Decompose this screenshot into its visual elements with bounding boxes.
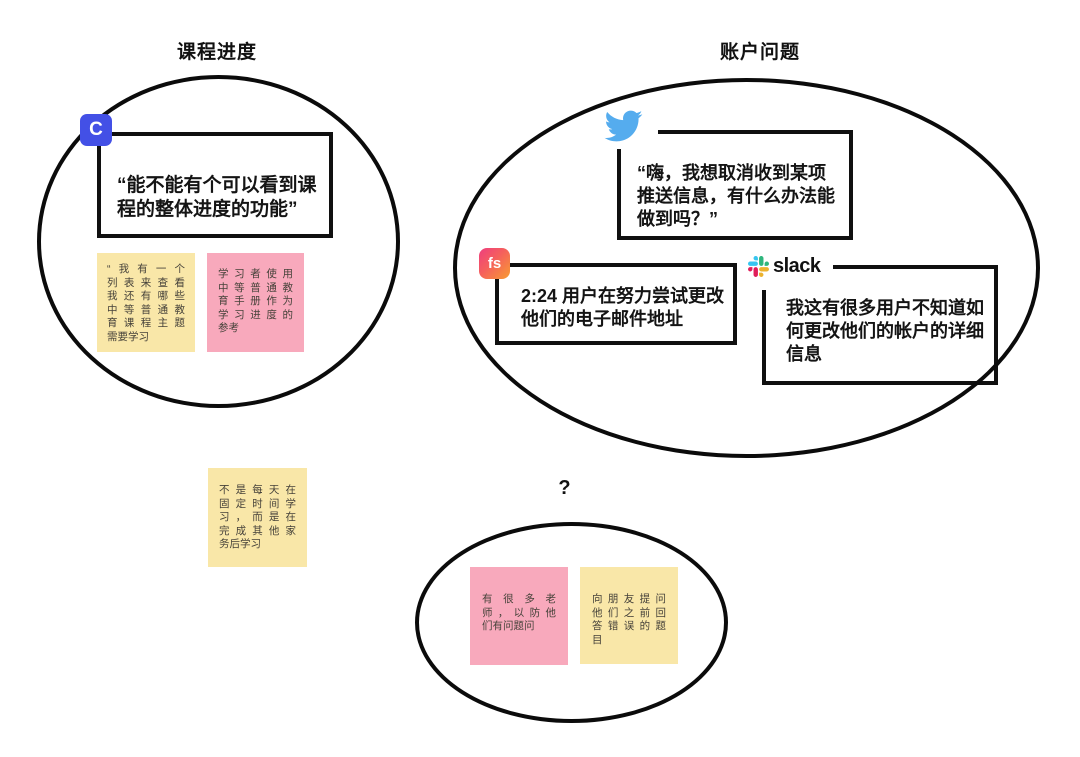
sticky-note-text: 向朋友提问他们之前回答错误的题目 [592, 593, 666, 646]
group-title-account-issues: 账户问题 [719, 42, 801, 63]
fullstory-icon-letters: fs [487, 255, 502, 272]
course-progress-ellipse [37, 75, 400, 408]
twitter-bird-icon [604, 110, 643, 142]
slack-icon [748, 255, 769, 277]
uncategorized-ellipse [415, 522, 728, 723]
c-app-icon-letter: C [89, 119, 103, 140]
account-issues-ellipse [453, 78, 1040, 458]
c-app-icon: C [80, 114, 112, 146]
sticky-note-course-list: “我有一个列表来查看我还有哪些中等普通教育课程主题需要学习 [97, 253, 195, 352]
slack-wordmark: slack [773, 254, 821, 277]
sticky-note-study-time: 不是每天在固定时间学习，而是在完成其他家务后学习 [208, 468, 307, 567]
sticky-note-teachers: 有很多老师，以防他们有问题问 [470, 567, 568, 665]
course-quote-text: “能不能有个可以看到课程的整体进度的功能” [117, 175, 317, 220]
sticky-note-text: 不是每天在固定时间学习，而是在完成其他家务后学习 [219, 484, 296, 550]
sticky-note-text: 学习者使用中等普通教育手册作为学习进度的参考 [218, 268, 293, 334]
sticky-note-text: 有很多老师，以防他们有问题问 [482, 593, 556, 632]
group-title-uncategorized: ? [558, 477, 572, 499]
fullstory-icon: fs [479, 248, 510, 279]
sticky-note-course-handbook: 学习者使用中等普通教育手册作为学习进度的参考 [207, 253, 304, 352]
sticky-note-text: “我有一个列表来查看我还有哪些中等普通教育课程主题需要学习 [107, 263, 185, 343]
course-quote-box: “能不能有个可以看到课程的整体进度的功能” [97, 132, 333, 238]
slack-logo: slack [748, 253, 821, 279]
group-title-course-progress: 课程进度 [176, 42, 258, 63]
sticky-note-friends: 向朋友提问他们之前回答错误的题目 [580, 567, 678, 664]
